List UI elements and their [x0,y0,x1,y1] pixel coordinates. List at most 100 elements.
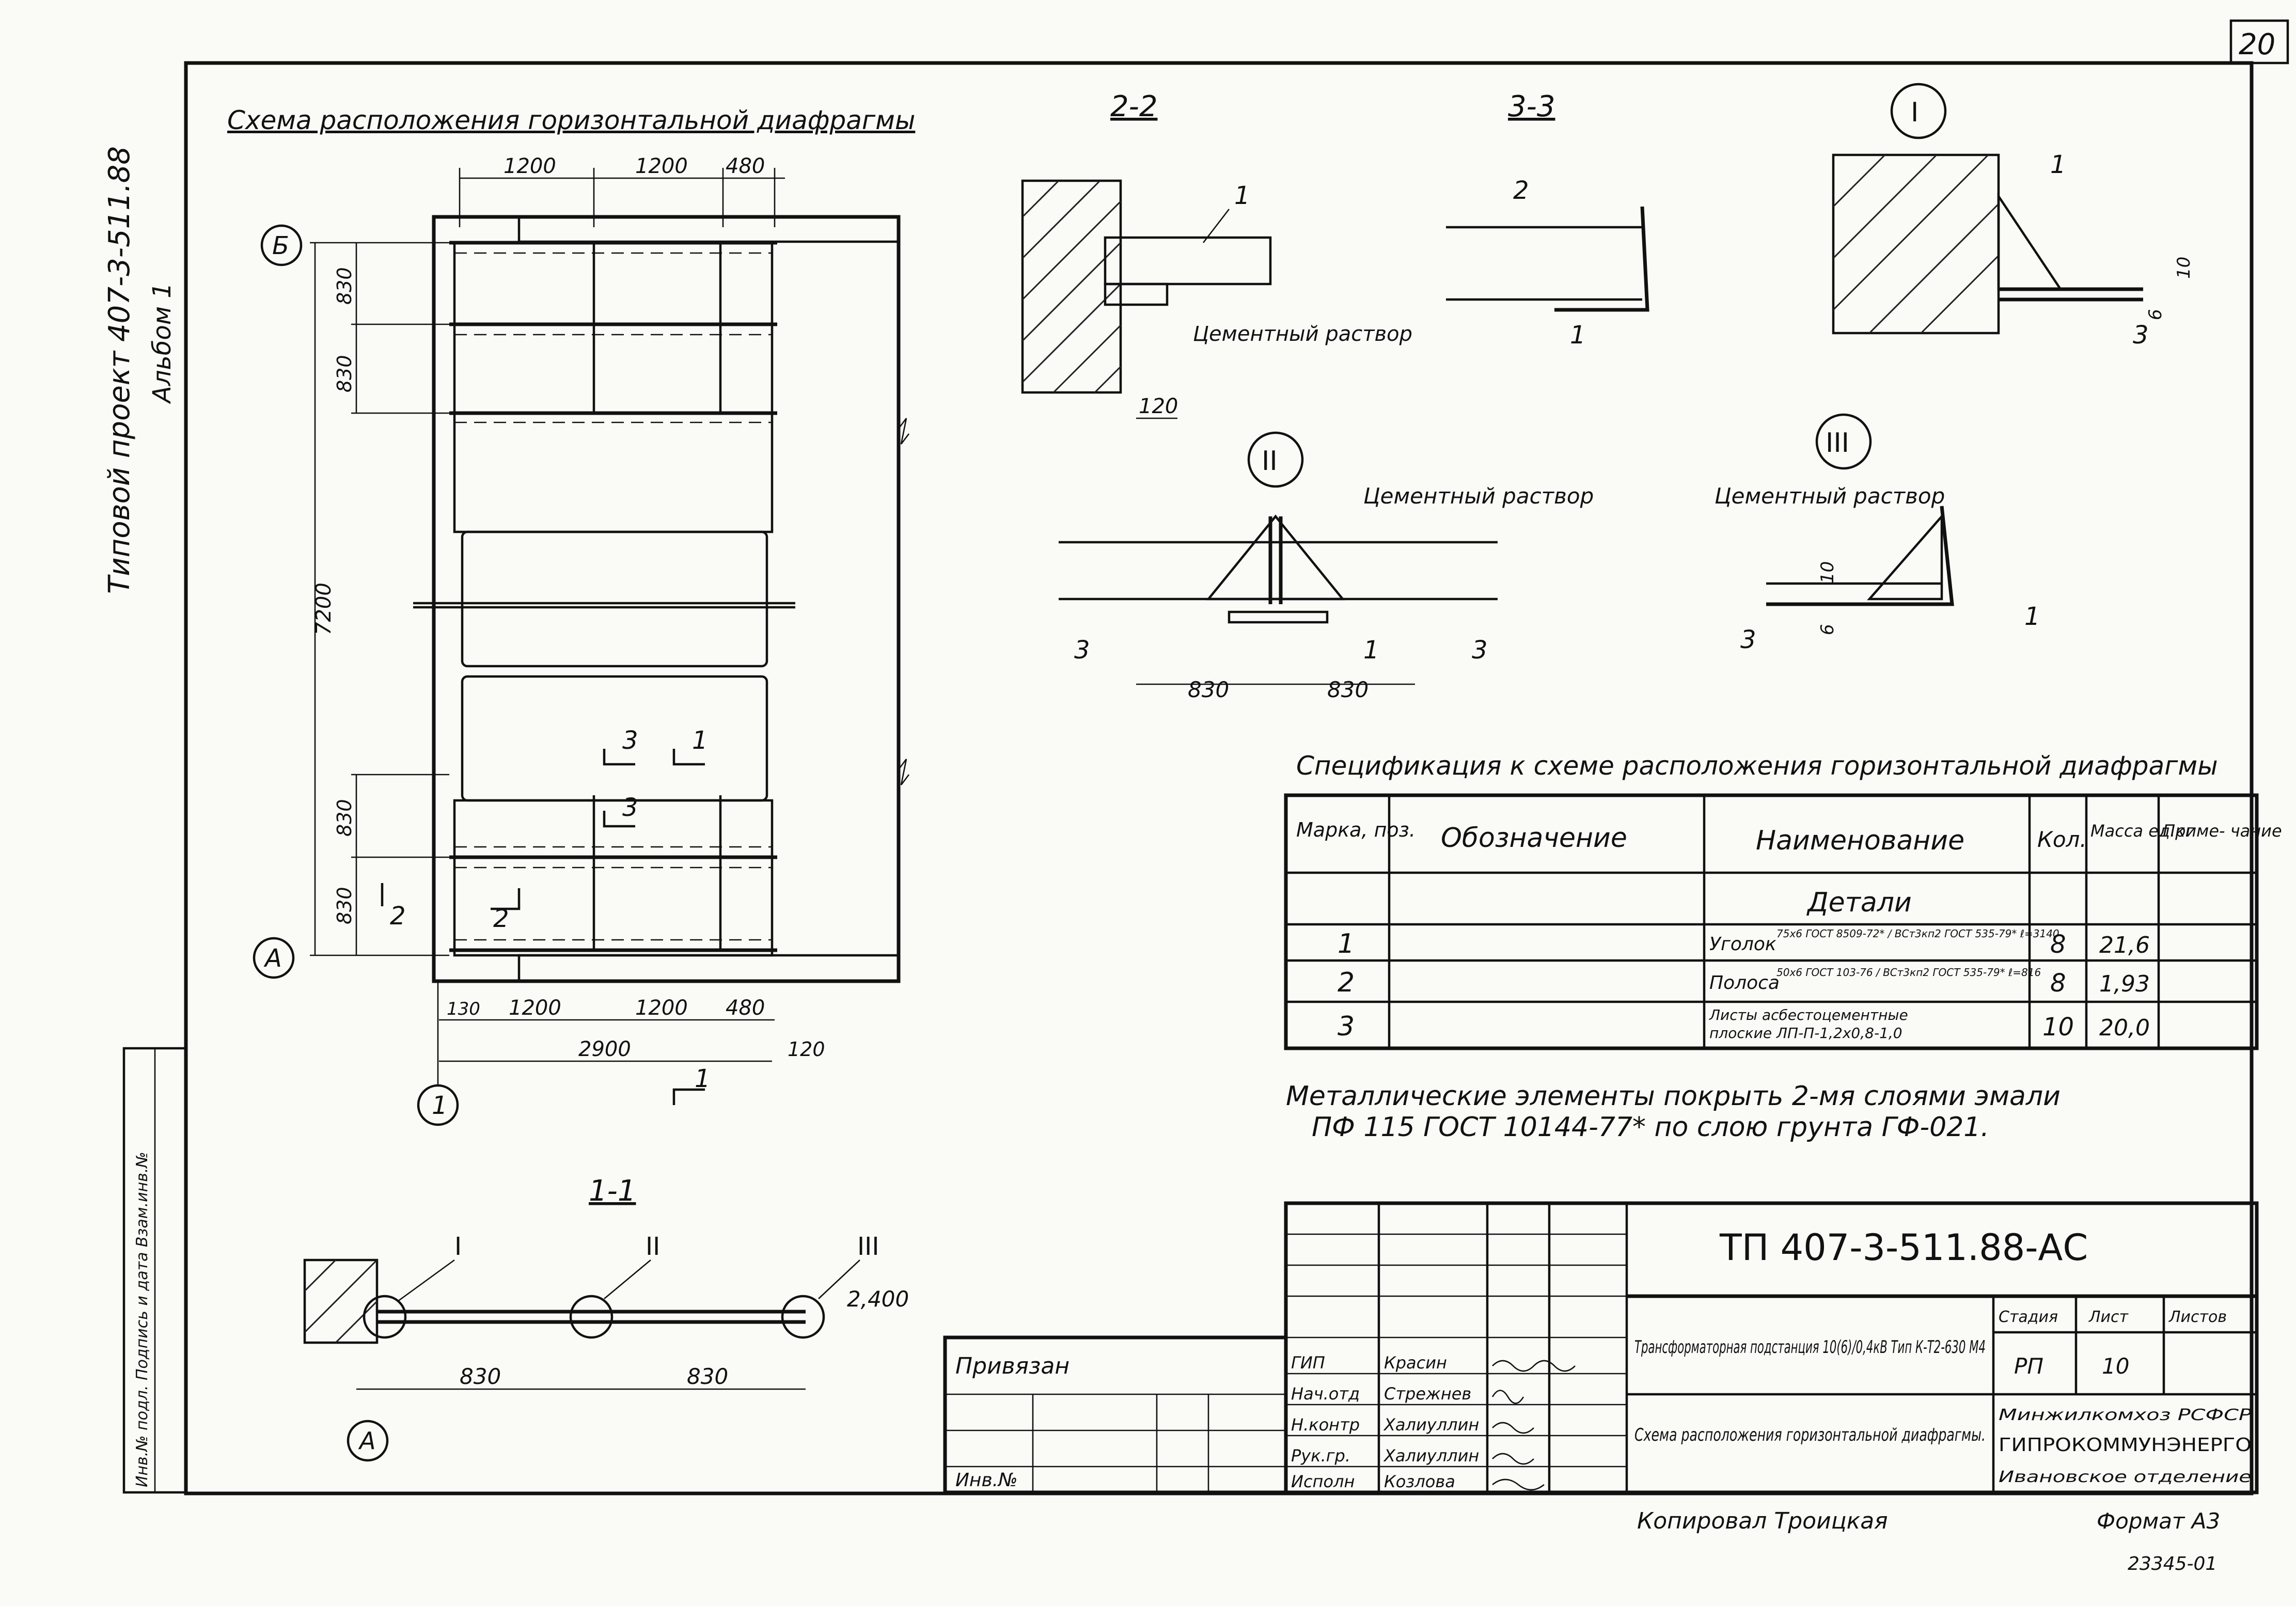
sec33-title: 3-3 [1508,90,1555,123]
org-line2: ГИПРОКОММУНЭНЕРГО [1999,1435,2252,1456]
sec22-pos: 1 [1234,181,1250,210]
sec22-dim: 120 [1139,395,1178,418]
sec11-title: 1-1 [589,1174,636,1208]
cut-mark [672,749,705,766]
plan-bottom-dim: 1200 [509,996,561,1020]
sec22-wall [1021,179,1122,394]
inv-no: Инв.№ [955,1470,1018,1491]
spec-header: Масса ед.кг [2090,821,2194,841]
stamp-role: Нач.отд [1291,1384,1360,1404]
sec11-hatch [304,1259,378,1344]
node2-pos1: 1 [1363,636,1379,665]
plan-lower-dim: 830 [333,887,356,924]
spec-name: Уголок [1709,934,1776,955]
plan-bottom-dim: 480 [726,996,765,1020]
node3-mortar-fill [1867,513,1943,601]
spec-header: Марка, поз. [1296,818,1416,841]
privyazan-block [943,1335,1288,1494]
sec33-angle [1554,206,1649,312]
node3-angle [1766,506,1954,606]
node3-dim2: 6 [1817,624,1838,635]
spec-detail: плоские ЛП-П-1,2х0,8-1,0 [1709,1025,1902,1042]
axis-bubble-1 [417,1084,459,1126]
sec33-pos2: 1 [1570,321,1586,350]
spec-pos: 2 [1338,967,1355,998]
stamp-role: Рук.гр. [1291,1446,1350,1466]
stamp-role: Н.контр [1291,1415,1360,1435]
sheet-label: Лист [2088,1308,2129,1326]
plan-upper-dim: 830 [333,267,356,305]
node2-mortar: Цементный раствор [1363,483,1594,509]
node2-angles [1268,516,1283,604]
note-line1: Металлические элементы покрыть 2-мя слоя… [1286,1081,2061,1112]
spec-mass: 1,93 [2099,971,2150,997]
sec11-leader [397,1259,455,1302]
plan-break-mark [898,418,910,445]
cut-label: 1 [692,726,708,755]
sec22-mortar [1104,282,1169,306]
spec-qty: 8 [2050,969,2066,998]
sec22-mortar-label: Цементный раствор [1193,322,1412,346]
cut-label: 1 [695,1064,711,1093]
side-album: Альбом 1 [148,282,177,404]
plan-cutout-bottom [517,954,900,983]
cut-mark [491,888,521,910]
plan-outline [432,215,901,983]
axis-bubble-b [260,224,303,266]
sec11-mark: III [857,1232,879,1261]
sec33-pos1: 2 [1513,176,1529,205]
plan-height-dim: 7200 [312,582,336,635]
axis-label-1: 1 [432,1091,448,1120]
node2-bubble [1247,431,1304,488]
spec-mass: 20,0 [2099,1015,2150,1041]
sec11-node-circle [363,1295,407,1339]
node2-mark: II [1262,446,1278,477]
node1-dim2: 6 [2145,309,2166,320]
node1-dim1: 10 [2174,257,2194,279]
node2-pos3b: 3 [1472,636,1488,665]
cut-mark [603,749,635,766]
node3-pos1: 1 [2024,602,2040,631]
spec-header: Приме- чание [2163,821,2282,841]
object-name: Трансформаторная подстанция 10(6)/0,4кВ … [1634,1337,1986,1358]
sec11-axis-bubble [347,1420,389,1462]
sec11-node-circle [569,1295,614,1339]
sec22-leader [1202,209,1230,243]
node1-plate [1999,287,2143,302]
axis-bubble-a [253,937,295,979]
node1-hatch [1832,154,2000,334]
sec22-title: 2-2 [1110,90,1157,123]
node2-pos3a: 3 [1074,636,1090,665]
spec-qty: 10 [2042,1013,2074,1042]
stage-value: РП [2014,1353,2043,1379]
axis-label-a: А [263,944,282,973]
spec-mass: 21,6 [2099,932,2150,958]
note-line2: ПФ 115 ГОСТ 10144-77* по слою грунта ГФ-… [1312,1112,1989,1143]
spec-qty: 8 [2050,930,2066,959]
node1-pos1: 1 [2050,150,2066,179]
sec11-mark: II [646,1232,660,1261]
spec-name: Листы асбестоцементные [1709,1006,1908,1024]
plan-panel [461,530,768,668]
axis-label-b: Б [272,231,289,260]
node3-mark: III [1826,428,1849,459]
node3-mortar: Цементный раствор [1715,483,1945,509]
plan-overall-dim: 2900 [578,1037,631,1061]
format: Формат А3 [2097,1508,2220,1534]
sec11-leader [604,1259,651,1299]
plan-break-mark [898,759,910,785]
sheets-label: Листов [2168,1308,2227,1326]
sec11-dim: 830 [687,1364,728,1389]
node3-pos3: 3 [1740,625,1756,654]
plan-bottom-dim: 130 [447,999,480,1019]
node2-dim-b: 830 [1327,677,1369,702]
node2-mortar-fill [1206,514,1345,601]
stamp-role: Исполн [1291,1472,1355,1491]
sheet-value: 10 [2102,1353,2129,1379]
sec11-mark: I [454,1232,462,1261]
plan-top-dim: 1200 [635,154,688,178]
plan-inner-frame [453,799,774,957]
cut-label: 2 [493,904,509,933]
node1-pos3: 3 [2133,321,2149,350]
